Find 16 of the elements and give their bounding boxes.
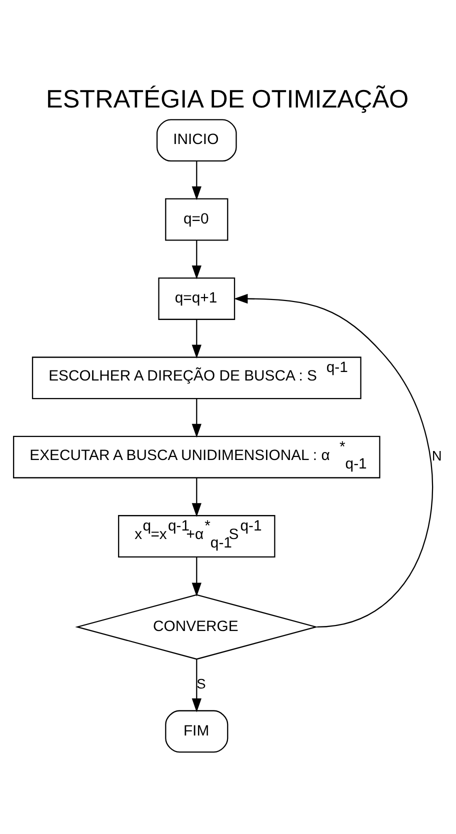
arrow: [191, 556, 201, 596]
node-box: FIM: [164, 710, 228, 752]
arrow: [191, 319, 201, 358]
node-box: q=0: [164, 198, 228, 240]
diagram-title: ESTRATÉGIA DE OTIMIZAÇÃO: [46, 85, 408, 114]
arrow: [191, 658, 201, 712]
arrow: [233, 293, 432, 628]
arrow: [191, 240, 201, 279]
arrow: [191, 398, 201, 438]
arrow: [191, 478, 201, 516]
node-box: q=q+1: [158, 276, 235, 320]
node-diamond: CONVERGE: [74, 594, 318, 660]
arrow: [191, 160, 201, 200]
node-box: INICIO: [156, 118, 236, 162]
edge-label: N: [431, 448, 442, 464]
edge-label: S: [196, 676, 206, 691]
